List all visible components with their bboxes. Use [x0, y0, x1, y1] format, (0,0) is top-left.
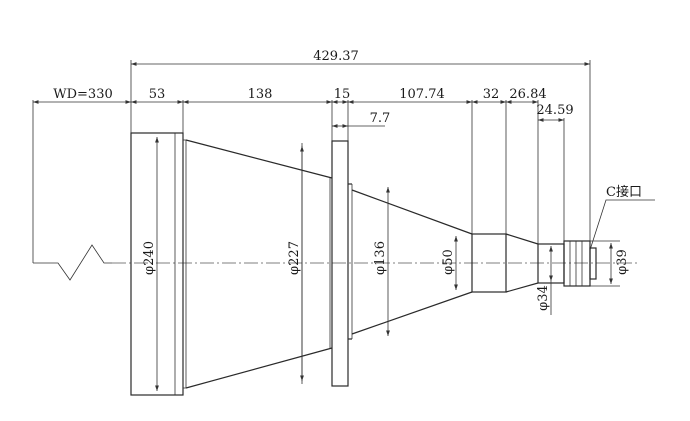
diameter-34-label: φ34	[536, 285, 551, 311]
mid-flange	[301, 140, 349, 387]
main-cone-body	[185, 139, 333, 389]
segment-53-label: 53	[149, 87, 166, 102]
barrel-tube	[471, 233, 507, 293]
segment-7-label: 7.7	[370, 111, 391, 126]
segment-24-label: 24.59	[536, 103, 573, 118]
segment-32-label: 32	[483, 87, 500, 102]
working-distance-break-line	[33, 244, 112, 281]
diameter-50-label: φ50	[441, 249, 456, 275]
diameter-39-label: φ39	[615, 249, 630, 275]
segment-15-label: 15	[334, 87, 351, 102]
c-mount-label: C接口	[606, 184, 642, 200]
segment-138-label: 138	[248, 87, 273, 102]
overall-length-label: 429.37	[313, 49, 359, 64]
front-flange	[130, 132, 186, 396]
diameter-227-label: φ227	[287, 241, 302, 275]
c-mount-thread	[563, 240, 597, 287]
segment-26-label: 26.84	[509, 87, 546, 102]
second-cone-body	[348, 183, 473, 340]
working-distance-label: WD=330	[53, 87, 113, 102]
diameter-136-label: φ136	[373, 241, 388, 275]
c-mount-leader	[589, 199, 655, 251]
extension-lines	[32, 60, 591, 263]
diameter-240-label: φ240	[142, 241, 157, 275]
segment-107-label: 107.74	[399, 87, 445, 102]
